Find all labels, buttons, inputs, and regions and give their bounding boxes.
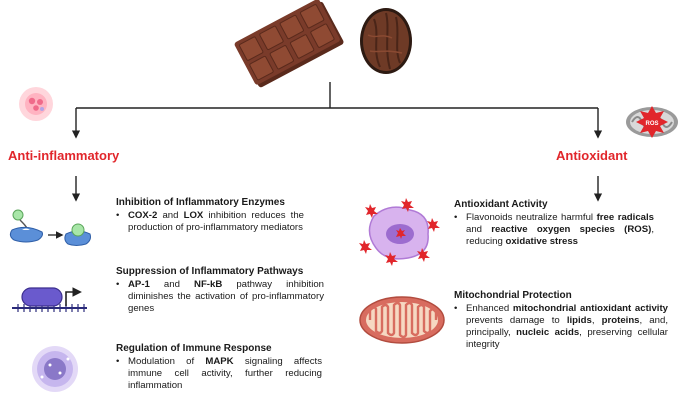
bullet-dot: • xyxy=(116,210,120,221)
text-segment: and xyxy=(157,210,184,221)
text-segment: Modulation of xyxy=(128,356,206,367)
bullet-dot: • xyxy=(454,212,458,223)
text-segment: prevents damage to xyxy=(466,315,567,326)
pathways-block: Suppression of Inflammatory Pathways • A… xyxy=(116,266,324,315)
text-segment: Flavonoids neutralize harmful xyxy=(466,212,597,223)
antioxidant-activity-title: Antioxidant Activity xyxy=(454,199,548,210)
bold-term: AP-1 xyxy=(128,279,150,290)
pathways-text: AP-1 and NF-kB pathway inhibition dimini… xyxy=(128,279,324,315)
pathways-title: Suppression of Inflammatory Pathways xyxy=(116,266,304,277)
enzymes-block: Inhibition of Inflammatory Enzymes • COX… xyxy=(116,197,304,234)
text-segment: , xyxy=(591,315,602,326)
text-segment: and xyxy=(466,224,492,235)
text-segment: , reducing xyxy=(466,224,654,247)
mitochondrial-title: Mitochondrial Protection xyxy=(454,290,572,301)
text-segment: , and, principally, xyxy=(466,315,668,338)
cocoa-bean-icon xyxy=(360,8,412,74)
bold-term: lipids xyxy=(566,315,592,326)
immune-title: Regulation of Immune Response xyxy=(116,343,272,354)
bullet-dot: • xyxy=(454,303,458,314)
bold-term: proteins xyxy=(601,315,640,326)
bold-term: LOX xyxy=(183,210,204,221)
enzymes-text: COX-2 and LOX inhibition reduces the pro… xyxy=(128,210,304,234)
mitochondrial-block: Mitochondrial Protection • Enhanced mito… xyxy=(454,290,668,351)
bold-term: nucleic acids xyxy=(516,327,580,338)
mitochondrion-icon xyxy=(359,296,445,344)
bold-term: free radicals xyxy=(596,212,654,223)
antioxidant-heading: Antioxidant xyxy=(556,148,628,163)
bold-term: mitochondrial antioxidant activity xyxy=(512,303,668,314)
bullet-dot: • xyxy=(116,279,120,290)
mitochondrion-ros-icon: ROS xyxy=(626,106,678,138)
text-segment: pathway inhibition diminishes the activa… xyxy=(128,279,325,314)
inflammation-cells-icon xyxy=(19,87,53,121)
text-segment: inhibition reduces the production of pro… xyxy=(128,210,304,233)
text-segment: Enhanced xyxy=(466,303,513,314)
immune-block: Regulation of Immune Response • Modulati… xyxy=(116,343,322,392)
bold-term: NF-kB xyxy=(194,279,223,290)
enzyme-inhibition-icon xyxy=(9,209,91,246)
text-segment: and xyxy=(149,279,195,290)
bullet-dot: • xyxy=(116,356,120,367)
gene-promoter-icon xyxy=(12,287,87,312)
text-segment: , preserving cellular integrity xyxy=(466,327,668,350)
anti-inflammatory-heading: Anti-inflammatory xyxy=(8,148,120,163)
immune-cell-icon xyxy=(32,346,78,392)
bold-term: reactive oxygen species (ROS) xyxy=(491,224,652,235)
ros-label: ROS xyxy=(645,121,658,127)
chocolate-bar-icon xyxy=(234,0,344,88)
immune-text: Modulation of MAPK signaling affects imm… xyxy=(128,356,322,392)
mitochondrial-text: Enhanced mitochondrial antioxidant activ… xyxy=(466,303,668,351)
bold-term: MAPK xyxy=(205,356,234,367)
free-radicals-cell-icon xyxy=(359,198,440,266)
antioxidant-activity-block: Antioxidant Activity • Flavonoids neutra… xyxy=(454,199,654,248)
enzymes-title: Inhibition of Inflammatory Enzymes xyxy=(116,197,285,208)
bold-term: oxidative stress xyxy=(505,236,578,247)
antioxidant-activity-text: Flavonoids neutralize harmful free radic… xyxy=(466,212,654,248)
bold-term: COX-2 xyxy=(128,210,158,221)
text-segment: signaling affects immune cell activity, … xyxy=(128,356,322,391)
